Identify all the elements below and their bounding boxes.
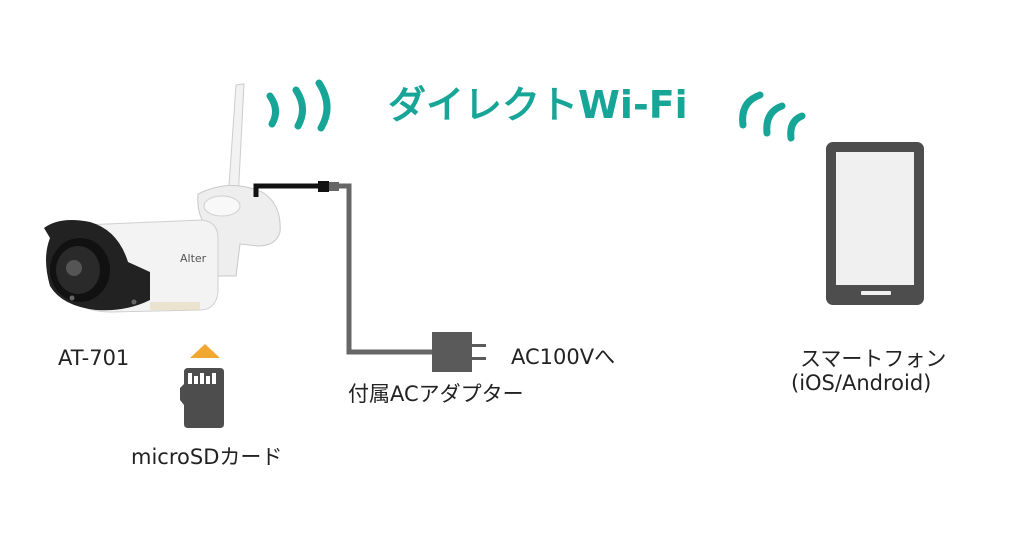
phone-label-line1: スマートフォン	[800, 347, 947, 371]
adapter-label: 付属ACアダプター	[348, 382, 524, 406]
camera-wifi-waves-icon	[266, 79, 331, 132]
camera-model-label: AT-701	[58, 346, 130, 370]
security-camera-image: Alter	[44, 83, 281, 313]
power-cable	[253, 181, 432, 355]
phone-wifi-waves-icon	[739, 91, 806, 142]
microsd-label: microSDカード	[131, 445, 283, 469]
smartphone-icon	[826, 142, 924, 305]
camera-brand-text: Alter	[180, 252, 207, 265]
insert-arrow-icon	[190, 344, 220, 358]
outlet-label: AC100Vへ	[511, 345, 616, 369]
phone-label-line2: (iOS/Android)	[791, 371, 932, 395]
page-title: ダイレクトWi-Fi	[388, 83, 688, 127]
ac-adapter-icon	[432, 332, 486, 372]
microsd-card-icon	[180, 344, 224, 428]
